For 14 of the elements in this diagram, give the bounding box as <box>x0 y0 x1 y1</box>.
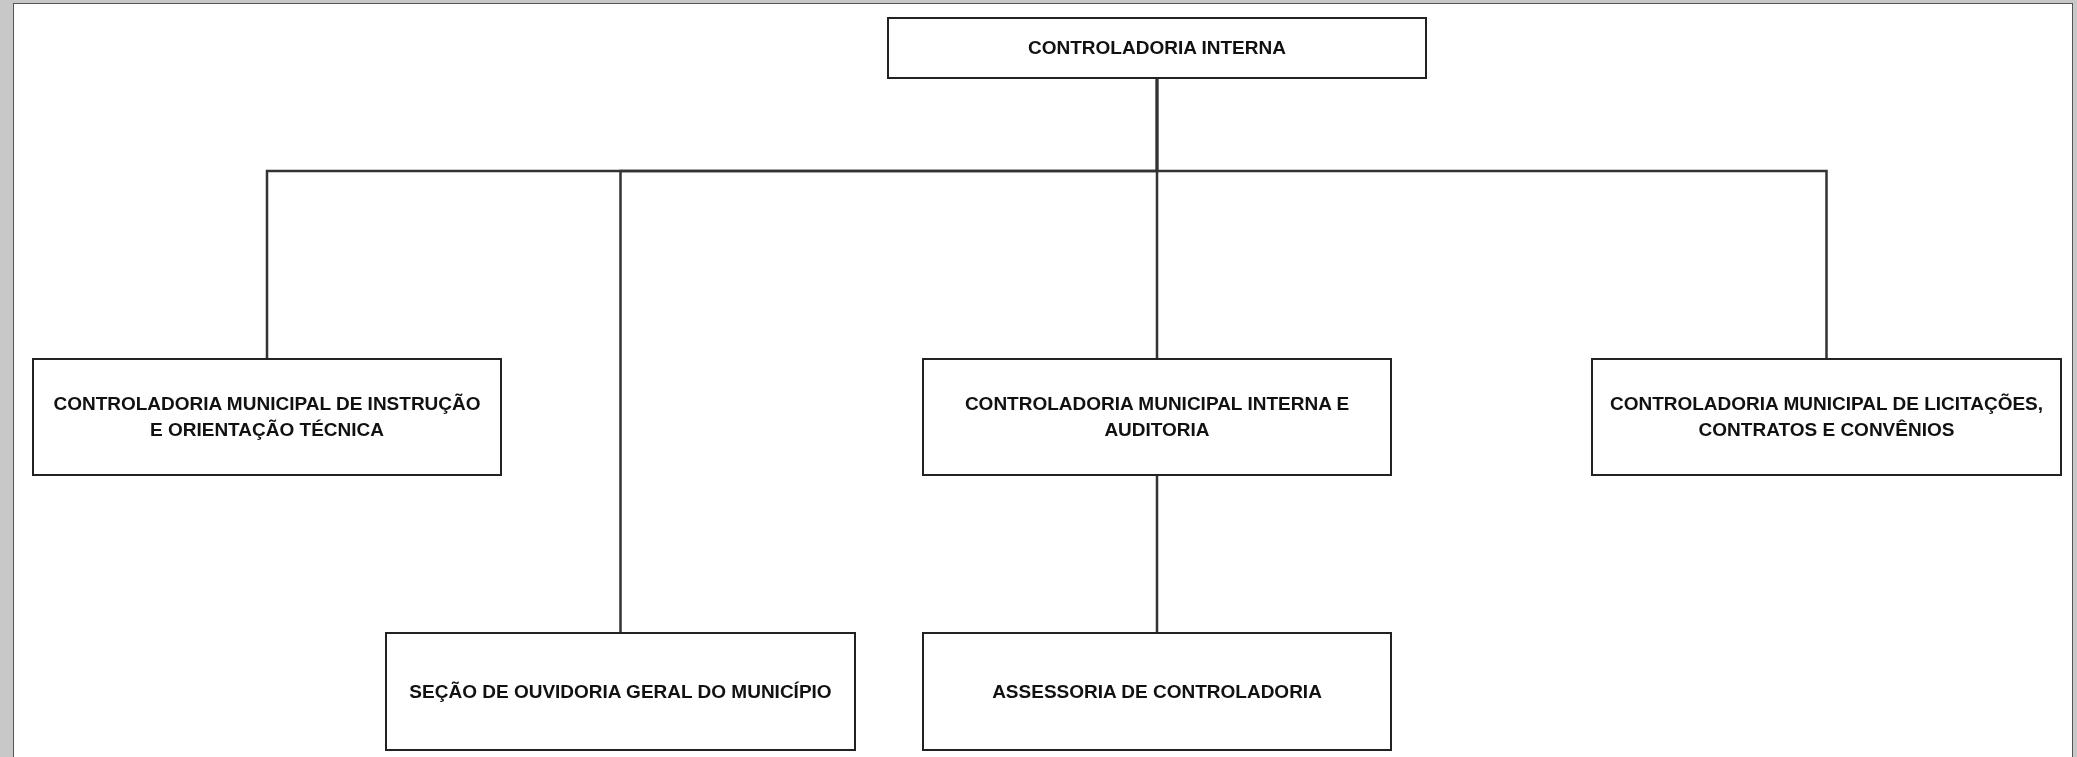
connector-line <box>1155 476 1159 632</box>
org-box <box>32 358 502 476</box>
box-label: SEÇÃO DE OUVIDORIA GERAL DO MUNICÍPIO <box>409 679 832 704</box>
org-box <box>385 632 856 751</box>
box-label: CONTROLADORIA INTERNA <box>1028 36 1286 60</box>
box-label: CONTROLADORIA MUNICIPAL INTERNA E AUDITORIA <box>963 392 1351 442</box>
org-box <box>922 358 1392 476</box>
connector-line <box>1155 79 1828 358</box>
box-label: ASSESSORIA DE CONTROLADORIA <box>992 679 1322 704</box>
box-label: CONTROLADORIA MUNICIPAL DE LICITAÇÕES, CONTRATOS E CONVÊNIOS <box>1608 392 2045 442</box>
org-box <box>922 632 1392 751</box>
org-box <box>887 17 1427 79</box>
box-label: CONTROLADORIA MUNICIPAL DE INSTRUÇÃO E ORIENTAÇÃO TÉCNICA <box>52 392 482 442</box>
org-box <box>1591 358 2062 476</box>
